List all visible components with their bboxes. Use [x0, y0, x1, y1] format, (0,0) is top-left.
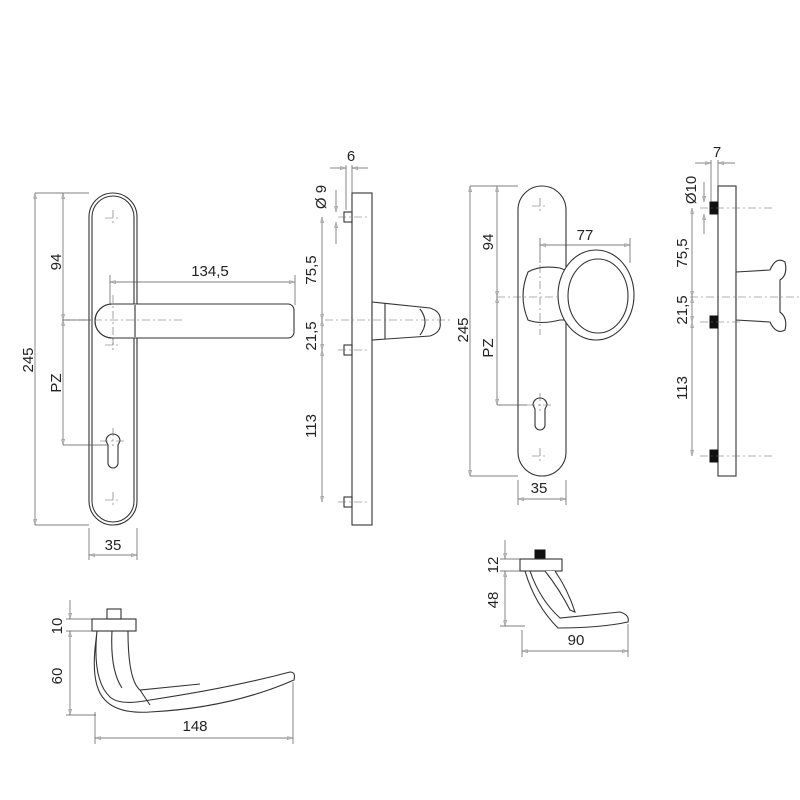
- dim-knob-height: 48: [485, 592, 502, 609]
- lever-front-view: 245 94 PZ 134,5 35: [20, 192, 296, 560]
- dim-top-to-axis: 94: [480, 234, 497, 251]
- backplate: [88, 192, 138, 526]
- dim-backset: PZ: [480, 338, 497, 357]
- dim-axis-to-pin: 21,5: [303, 321, 320, 350]
- dim-overall-height: 245: [455, 317, 472, 342]
- knob: [497, 249, 635, 341]
- dim-knob-projection: 77: [577, 227, 594, 244]
- cylinder-keyhole: [100, 428, 126, 469]
- dim-upper-pin-to-axis: 75,5: [674, 238, 691, 267]
- dim-pin-diameter: Ø10: [683, 176, 700, 204]
- knob-front-view: 245 94 PZ 77 35: [455, 185, 635, 505]
- rose: [91, 618, 137, 632]
- dim-plate-thickness: 7: [713, 144, 721, 161]
- dim-rose-height: 10: [49, 618, 66, 635]
- knob-profile: [524, 570, 629, 629]
- fixing-pins: [343, 211, 353, 508]
- dim-knob-depth: 90: [568, 632, 585, 649]
- fixing-pins: [709, 201, 719, 463]
- cylinder-keyhole: [527, 393, 553, 431]
- lever-top-view: 10 60 148: [49, 600, 296, 744]
- dim-lever-drop: 60: [49, 668, 66, 685]
- dim-lower-pin-spacing: 113: [303, 414, 320, 438]
- dim-plate-thickness: 6: [347, 148, 355, 165]
- lever-handle: [62, 295, 295, 345]
- dim-pin-diameter: Ø 9: [313, 185, 330, 209]
- backplate: [517, 185, 567, 477]
- spindle: [534, 549, 546, 560]
- backplate-side: [717, 185, 737, 477]
- dim-overall-height: 245: [20, 347, 37, 372]
- dim-axis-to-pin: 21,5: [674, 295, 691, 324]
- dim-lever-span: 148: [182, 718, 207, 735]
- dim-rose-height: 12: [485, 557, 502, 574]
- dim-plate-width: 35: [531, 480, 548, 497]
- lever-profile: [93, 630, 296, 713]
- dim-upper-pin-to-axis: 75,5: [303, 255, 320, 284]
- dim-top-to-axis: 94: [48, 254, 65, 271]
- knob-profile: [735, 259, 787, 332]
- backplate-side: [351, 192, 373, 526]
- lever-side-view: 6 Ø 9 75,5 21,5 113: [303, 148, 450, 526]
- knob-side-view: 7 Ø10 75,5 21,5 113: [674, 144, 800, 477]
- dim-lever-length: 134,5: [191, 263, 229, 280]
- dim-backset: PZ: [48, 373, 65, 392]
- knob-top-view: 12 48 90: [485, 540, 629, 657]
- dim-plate-width: 35: [105, 537, 122, 554]
- rose: [519, 558, 563, 572]
- dim-lower-pin-spacing: 113: [674, 376, 691, 400]
- lever-stem: [371, 301, 441, 341]
